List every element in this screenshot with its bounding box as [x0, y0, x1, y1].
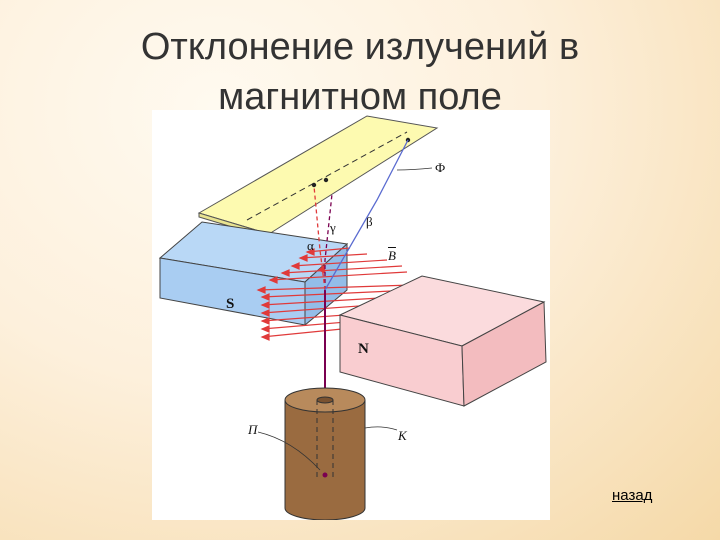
north-magnet	[338, 275, 547, 407]
field-lines	[256, 247, 415, 341]
alpha-label: α	[307, 238, 314, 253]
slide-title: Отклонение излучений в магнитном поле	[0, 22, 720, 122]
north-pole-label: N	[358, 341, 369, 357]
back-link[interactable]: назад	[612, 487, 653, 504]
title-line-1: Отклонение излучений в	[140, 26, 580, 68]
container-label: К	[398, 428, 407, 443]
beta-label: β	[366, 214, 373, 229]
south-pole-label: S	[226, 296, 235, 312]
gamma-label: γ	[330, 220, 336, 235]
screen-plate	[197, 115, 439, 239]
leader-lines	[257, 167, 433, 471]
source-label: П	[248, 422, 258, 437]
field-vector-label: B	[388, 248, 396, 263]
diagram-svg	[158, 115, 547, 520]
magnetic-deflection-figure: Ф γ β α B S N П К	[152, 110, 550, 520]
screen-label: Ф	[435, 160, 446, 175]
lead-container	[284, 387, 366, 520]
